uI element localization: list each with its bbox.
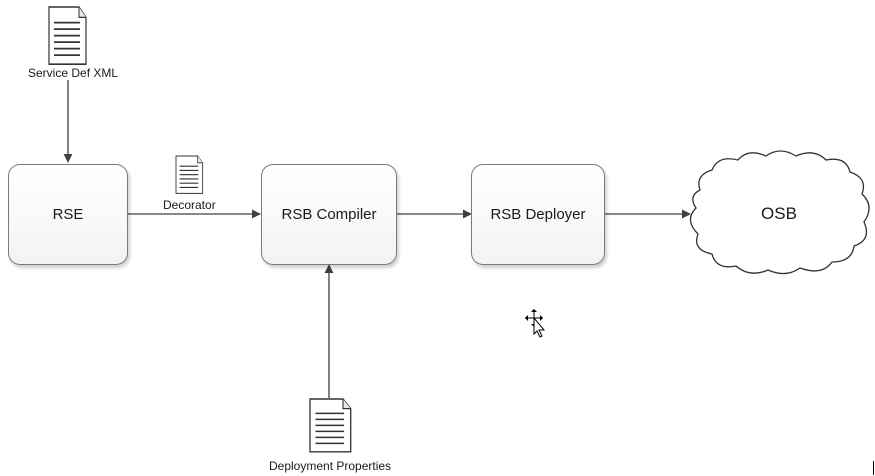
rsb-compiler-box: RSB Compiler (261, 164, 397, 265)
osb-cloud-shape (689, 150, 870, 275)
rsb-compiler-label: RSB Compiler (281, 206, 377, 223)
decorator-document-icon (175, 155, 204, 194)
rse-box: RSE (8, 164, 128, 265)
rsb-deployer-box: RSB Deployer (471, 164, 605, 265)
osb-label: OSB (761, 204, 797, 223)
decorator-label: Decorator (163, 198, 216, 212)
move-cursor-icon (525, 309, 546, 338)
deployment-properties-document-icon (309, 398, 352, 453)
rsb-deployer-label: RSB Deployer (490, 206, 586, 223)
service-def-label: Service Def XML (28, 66, 119, 80)
rse-label: RSE (52, 206, 84, 223)
service-def-document-icon (48, 6, 87, 66)
text-caret (873, 461, 874, 475)
deployment-properties-label: Deployment Properties (269, 459, 392, 473)
